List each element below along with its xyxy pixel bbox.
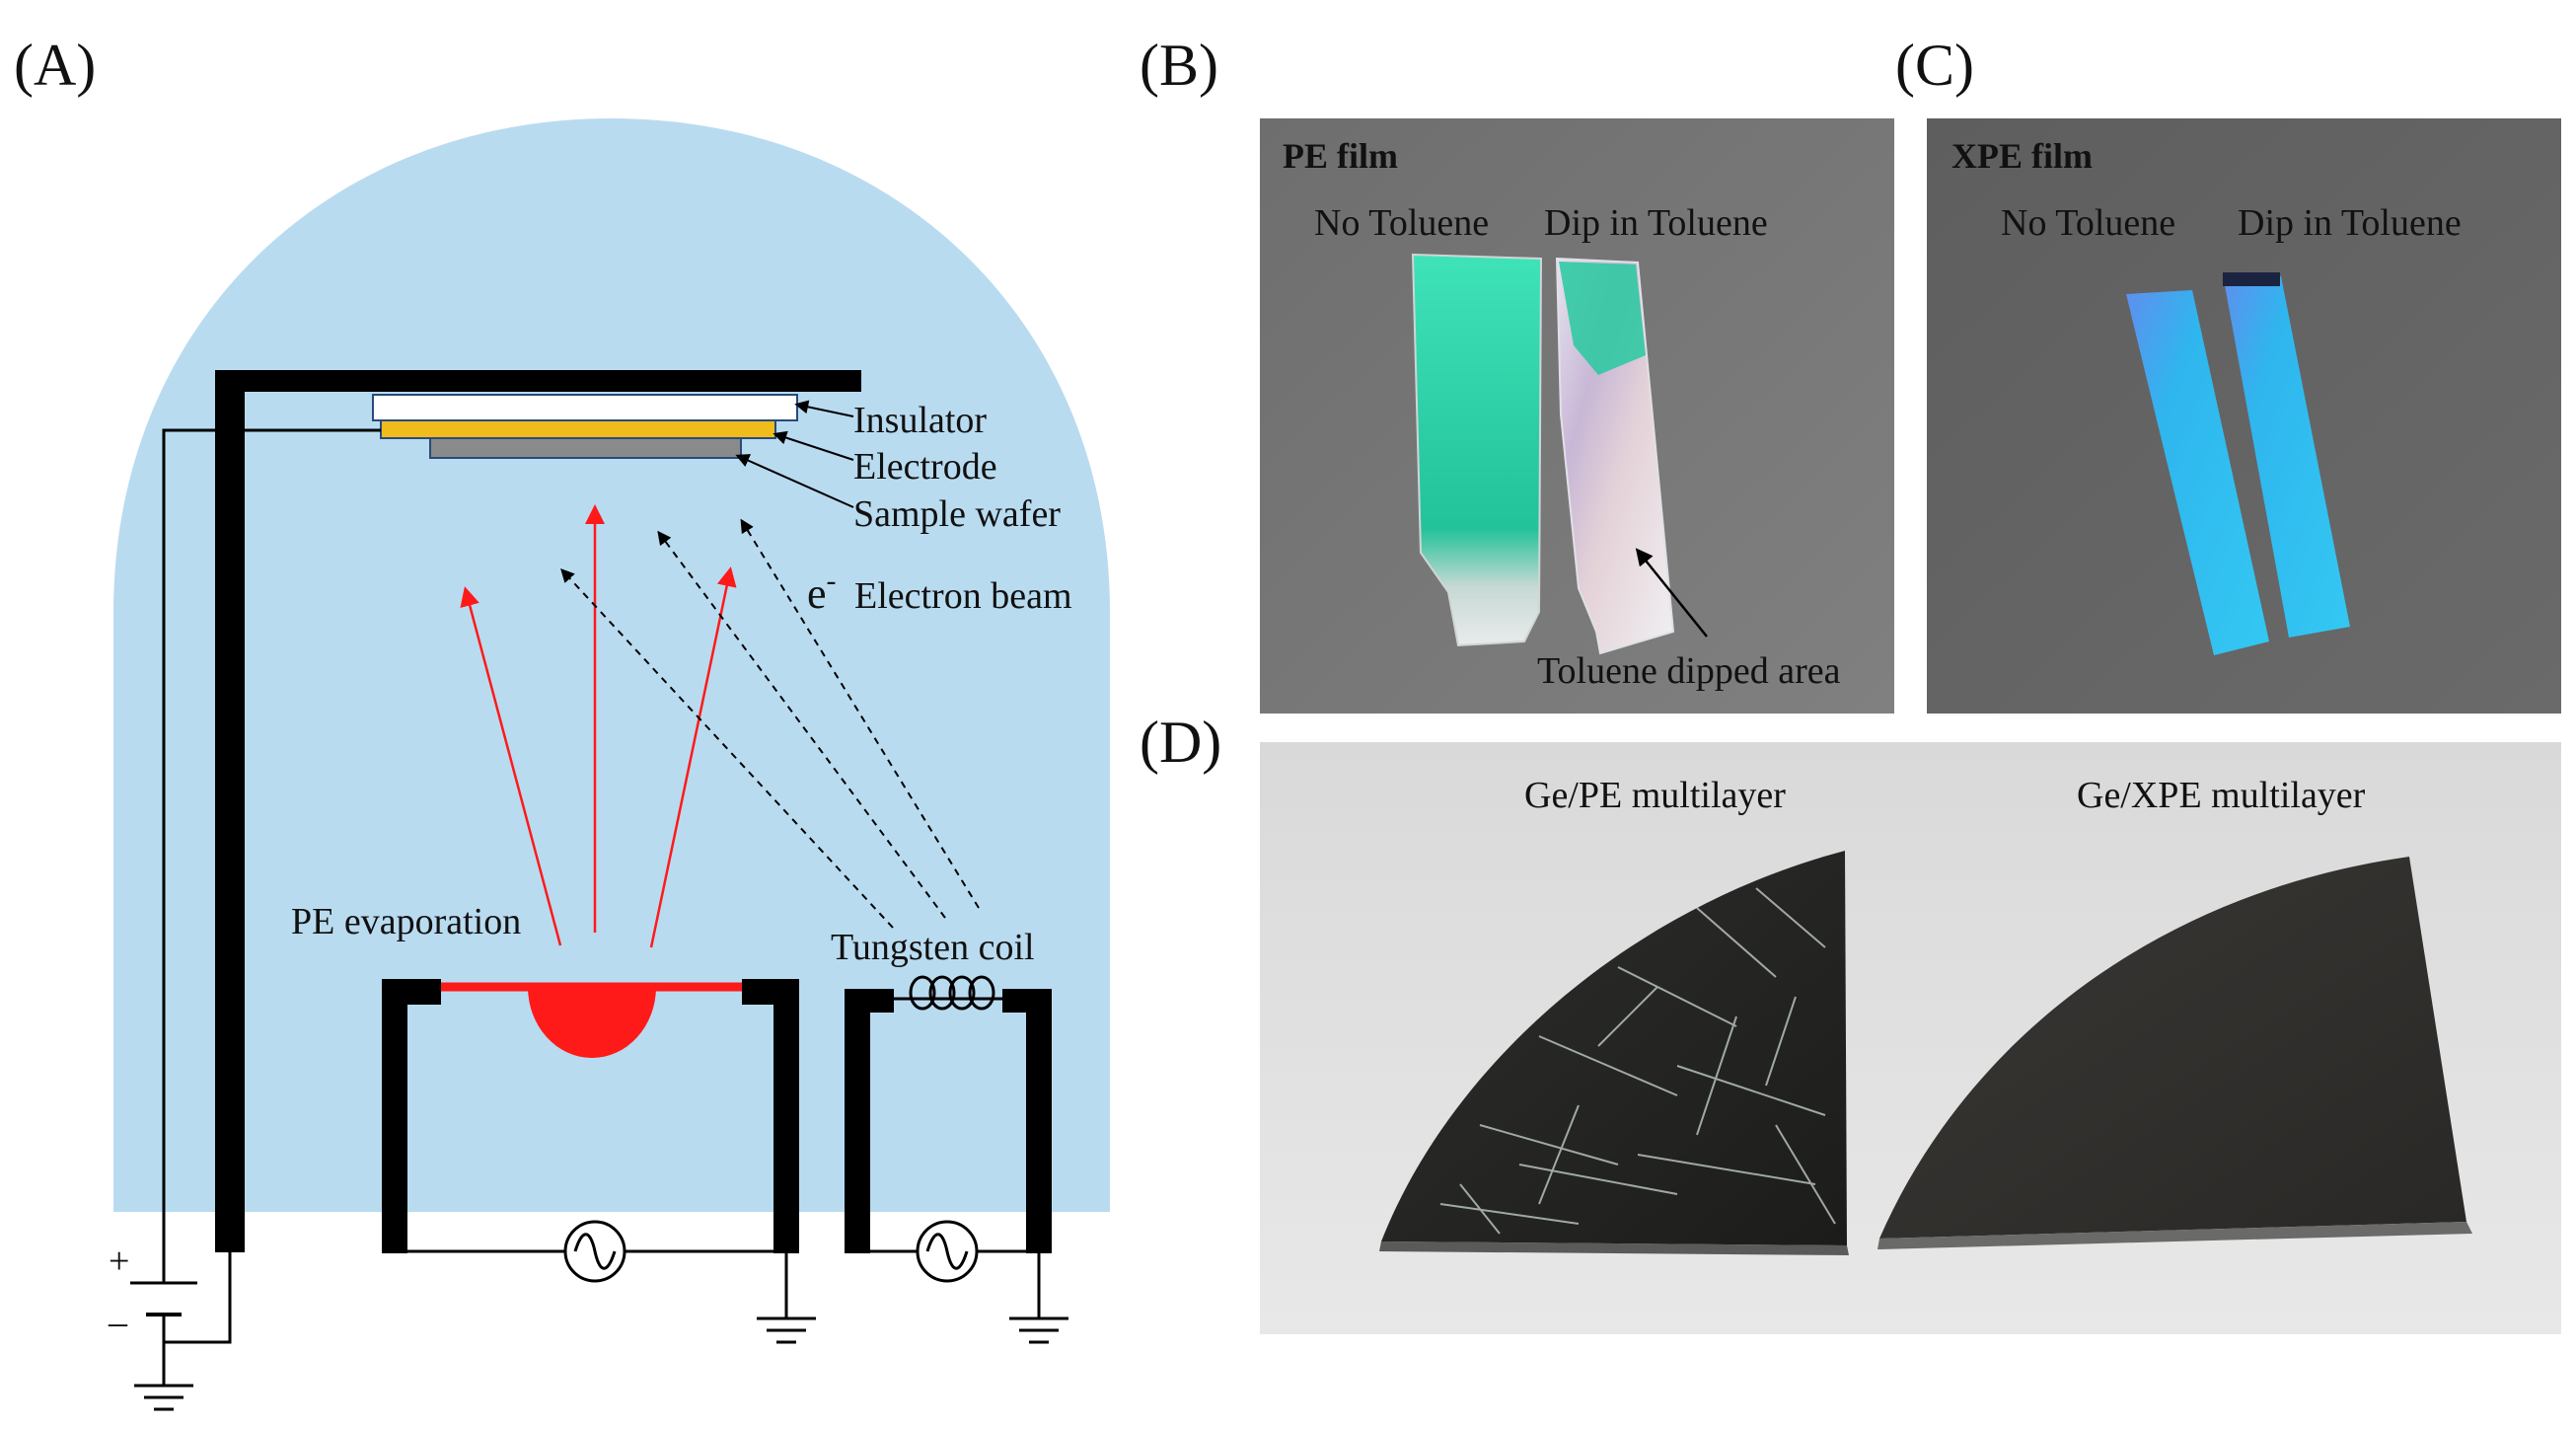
tungsten-coil-icon: [909, 975, 995, 1011]
battery-minus: –: [108, 1302, 128, 1343]
coil-left-post: [845, 989, 870, 1253]
electron-arrow-2: [657, 530, 946, 919]
sample-wafer-layer: [429, 437, 742, 459]
electron-beam-label: Electron beam: [854, 575, 1072, 617]
pe-source-left-cap: [382, 979, 441, 1005]
holder-ground-wire: [164, 1252, 232, 1344]
ground-symbol-battery: [134, 1384, 193, 1411]
holder-top-bar: [215, 370, 861, 392]
panel-c-photo: (C) XPE film No Toluene Dip in Toluene: [1895, 33, 2561, 714]
pe-melt-pool: [528, 987, 656, 1058]
coil-left-cap: [845, 989, 894, 1013]
holder-post: [215, 370, 245, 1252]
ge-xpe-wafer: [1879, 857, 2466, 1239]
ac-source-pe: [563, 1220, 626, 1283]
xpe-dip-toluene-label: Dip in Toluene: [2238, 202, 2462, 244]
ground-symbol-coil: [1009, 1316, 1068, 1344]
coil-right-cap: [1002, 989, 1052, 1013]
xpe-film-title: XPE film: [1951, 136, 2093, 176]
electrode-leader: [773, 430, 854, 461]
pe-dip-toluene-label: Dip in Toluene: [1544, 202, 1768, 244]
ge-pe-wafer-edge: [1379, 1241, 1849, 1255]
electron-arrow-3: [740, 518, 980, 909]
ge-pe-label: Ge/PE multilayer: [1524, 775, 1786, 816]
pe-source-left-post: [382, 979, 407, 1253]
pe-source-right-post: [773, 979, 799, 1253]
sample-wafer-label: Sample wafer: [853, 493, 1061, 535]
insulator-layer: [372, 394, 798, 421]
panel-label-c: (C): [1895, 33, 1974, 98]
electrode-label: Electrode: [853, 446, 997, 488]
ac-source-coil: [916, 1220, 979, 1283]
ge-pe-crack-pattern: [1439, 887, 1836, 1235]
toluene-dipped-area-label: Toluene dipped area: [1537, 650, 1841, 692]
xpe-no-toluene-label: No Toluene: [2001, 202, 2175, 244]
pe-dipped-residue: [1559, 262, 1646, 375]
wafer-leader: [735, 454, 854, 508]
pe-no-toluene-label: No Toluene: [1314, 202, 1489, 244]
tungsten-coil-label: Tungsten coil: [831, 927, 1035, 968]
pe-evaporation-label: PE evaporation: [291, 901, 521, 942]
toluene-annotation-arrow: [1635, 548, 1708, 638]
electron-arrow-1: [560, 567, 894, 929]
panel-d-photo: (D) Ge/PE multilayer Ge/XPE multilayer: [1140, 710, 2561, 1334]
battery-plus: +: [109, 1241, 129, 1282]
panel-label-b: (B): [1140, 33, 1218, 98]
electrode-wire: [162, 428, 381, 1283]
ge-xpe-wafer-edge: [1877, 1222, 2472, 1249]
xpe-film-strip-untreated: [2126, 290, 2269, 655]
ge-xpe-label: Ge/XPE multilayer: [2077, 775, 2366, 816]
insulator-label: Insulator: [853, 400, 987, 441]
electrode-layer: [380, 419, 776, 439]
panel-label-a: (A): [14, 33, 96, 98]
insulator-leader: [794, 400, 854, 417]
pe-film-title: PE film: [1283, 136, 1398, 176]
pe-vapor-arrow-1: [460, 586, 562, 946]
panel-b-photo: (B) PE film No Toluene Dip in Toluene To…: [1140, 33, 1894, 714]
coil-right-post: [1026, 989, 1052, 1253]
xpe-film-strip-dipped: [2223, 274, 2350, 638]
electron-symbol: e-: [807, 564, 837, 618]
pe-vapor-arrow-3: [649, 566, 737, 948]
panel-label-d: (D): [1140, 710, 1221, 775]
panel-a-diagram: (A) Insulator Electrode Sample wafer e- …: [14, 33, 1110, 1411]
ge-pe-wafer: [1381, 851, 1847, 1245]
pe-film-strip-untreated: [1411, 253, 1543, 647]
ground-symbol-pe: [757, 1316, 816, 1344]
xpe-dipped-tip: [2223, 272, 2280, 286]
pe-source-right-cap: [742, 979, 799, 1005]
